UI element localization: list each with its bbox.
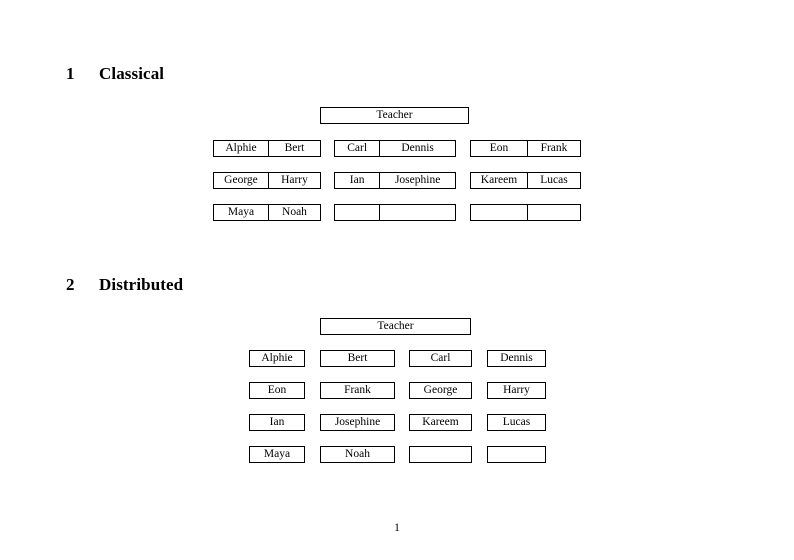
student-box[interactable]: Noah [320, 446, 395, 463]
section-heading-distributed: 2 Distributed [66, 275, 183, 295]
table-row[interactable]: Ian Josephine [334, 172, 456, 189]
student-box[interactable]: Maya [249, 446, 305, 463]
student-box[interactable]: Ian [249, 414, 305, 431]
student-box[interactable]: Carl [409, 350, 472, 367]
student-cell-empty[interactable] [526, 205, 580, 220]
section-title: Distributed [99, 275, 184, 294]
student-cell[interactable]: Carl [347, 142, 368, 154]
student-cell-empty[interactable] [379, 205, 455, 220]
student-box[interactable]: Alphie [249, 350, 305, 367]
table-row[interactable]: George Harry [213, 172, 321, 189]
student-cell[interactable]: Maya [227, 206, 255, 218]
student-cell[interactable]: Josephine [379, 173, 455, 188]
student-cell[interactable]: Frank [526, 141, 580, 156]
table-row[interactable] [470, 204, 581, 221]
table-row[interactable]: Alphie Bert [213, 140, 321, 157]
table-row[interactable]: Maya Noah [213, 204, 321, 221]
section-heading-classical: 1 Classical [66, 64, 164, 84]
table-row[interactable]: Kareem Lucas [470, 172, 581, 189]
student-box[interactable]: Josephine [320, 414, 395, 431]
student-cell-empty[interactable] [335, 205, 379, 220]
student-cell[interactable]: George [224, 174, 258, 186]
student-cell[interactable]: Lucas [526, 173, 580, 188]
student-cell[interactable]: Harry [267, 173, 320, 188]
student-box[interactable]: Eon [249, 382, 305, 399]
student-box[interactable]: Lucas [487, 414, 546, 431]
student-box-empty[interactable] [409, 446, 472, 463]
teacher-box-distributed[interactable]: Teacher [320, 318, 471, 335]
student-cell[interactable]: Kareem [480, 174, 518, 186]
section-number: 2 [66, 275, 75, 294]
student-box[interactable]: Frank [320, 382, 395, 399]
student-cell[interactable]: Dennis [379, 141, 455, 156]
student-box[interactable]: Dennis [487, 350, 546, 367]
student-box-empty[interactable] [487, 446, 546, 463]
section-title: Classical [99, 64, 165, 83]
page-number: 1 [394, 522, 400, 534]
student-cell[interactable]: Alphie [225, 142, 257, 154]
student-cell[interactable]: Noah [267, 205, 320, 220]
student-cell[interactable]: Bert [267, 141, 320, 156]
student-cell[interactable]: Ian [349, 174, 365, 186]
student-cell[interactable]: Eon [489, 142, 509, 154]
student-box[interactable]: Bert [320, 350, 395, 367]
student-box[interactable]: George [409, 382, 472, 399]
section-number: 1 [66, 64, 75, 83]
student-cell-empty[interactable] [471, 205, 527, 220]
teacher-box-classical[interactable]: Teacher [320, 107, 469, 124]
table-row[interactable] [334, 204, 456, 221]
student-box[interactable]: Harry [487, 382, 546, 399]
table-row[interactable]: Carl Dennis [334, 140, 456, 157]
table-row[interactable]: Eon Frank [470, 140, 581, 157]
student-box[interactable]: Kareem [409, 414, 472, 431]
